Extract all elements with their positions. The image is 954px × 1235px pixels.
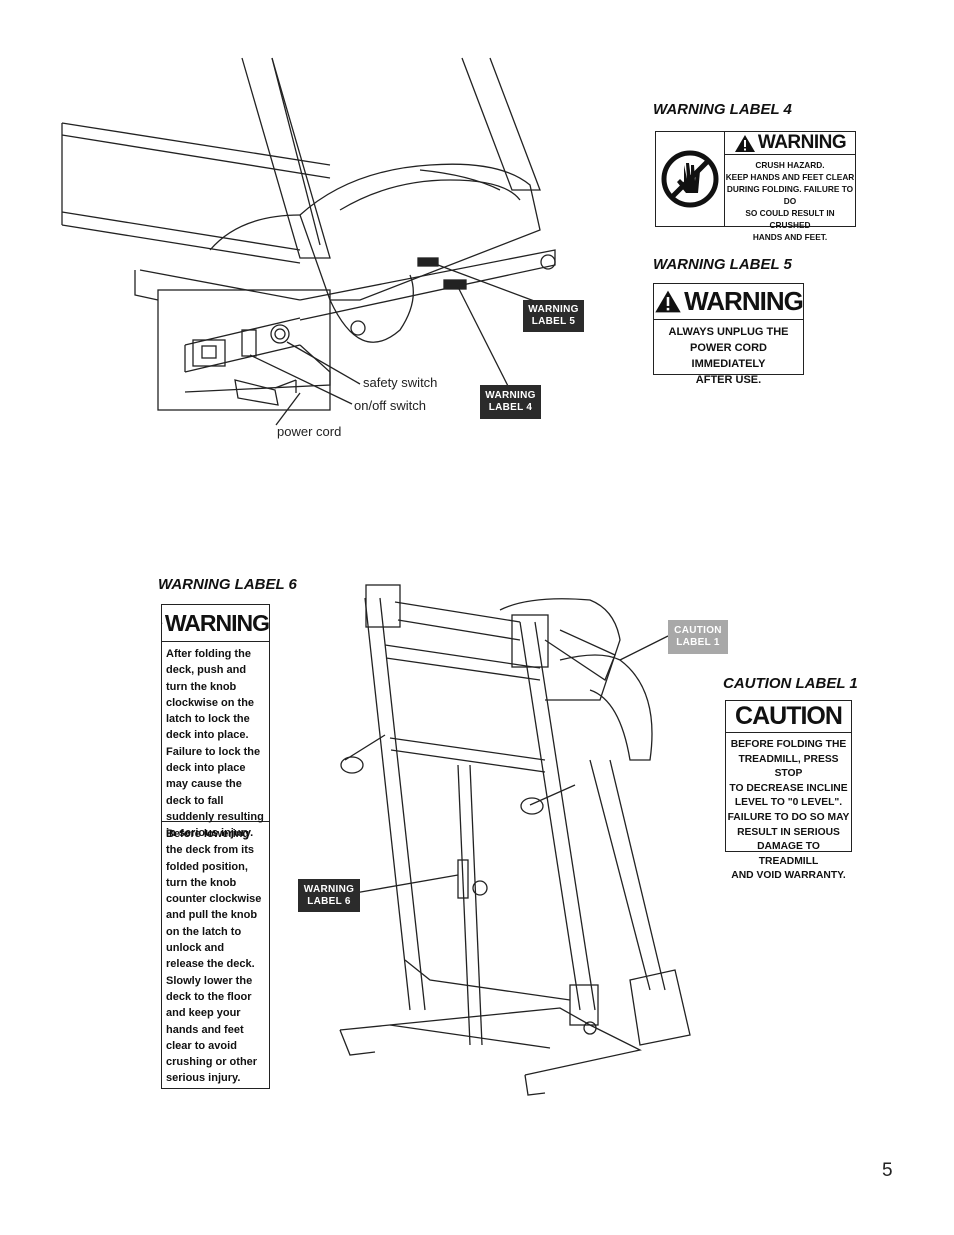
wl4-heading: WARNING xyxy=(725,132,855,155)
callout-warning-label-4: WARNING LABEL 4 xyxy=(480,385,541,419)
label-power-cord: power cord xyxy=(277,424,342,439)
page-number: 5 xyxy=(882,1160,893,1181)
caption-warning-label-5: WARNING LABEL 5 xyxy=(653,256,792,273)
wl6-heading: WARNING xyxy=(162,605,270,642)
warning-triangle-icon xyxy=(734,134,755,152)
caption-caution-label-1: CAUTION LABEL 1 xyxy=(723,675,858,692)
callout-caution-label-1: CAUTION LABEL 1 xyxy=(668,620,728,654)
callout-warning-label-6: WARNING LABEL 6 xyxy=(298,879,360,912)
callout-warning-label-5: WARNING LABEL 5 xyxy=(523,300,584,332)
warning-triangle-icon xyxy=(162,622,163,624)
cl1-body: BEFORE FOLDING THE TREADMILL, PRESS STOP… xyxy=(727,739,850,882)
wl6-paragraph-lock: After folding the deck, push and turn th… xyxy=(162,642,269,839)
wl6-paragraph-unlock: Before lowering the deck from its folded… xyxy=(166,828,262,1085)
wl4-body: CRUSH HAZARD. KEEP HANDS AND FEET CLEAR … xyxy=(725,160,855,242)
no-hands-icon xyxy=(656,132,725,226)
cl1-heading: CAUTION xyxy=(726,701,851,733)
warning-triangle-icon xyxy=(655,290,681,313)
caption-warning-label-4: WARNING LABEL 4 xyxy=(653,101,792,118)
wl5-body: ALWAYS UNPLUG THE POWER CORD IMMEDIATELY… xyxy=(668,326,789,386)
warning-label-4: WARNING CRUSH HAZARD. KEEP HANDS AND FEE… xyxy=(655,131,856,242)
wl5-heading: WARNING xyxy=(654,284,804,320)
label-safety-switch: safety switch xyxy=(363,375,438,390)
warning-label-6: WARNING After folding the deck, push and… xyxy=(161,604,270,1089)
label-on-off-switch: on/off switch xyxy=(354,398,427,413)
caution-label-1: CAUTION BEFORE FOLDING THE TREADMILL, PR… xyxy=(725,700,852,881)
caption-warning-label-6: WARNING LABEL 6 xyxy=(158,576,297,593)
warning-label-5: WARNING ALWAYS UNPLUG THE POWER CORD IMM… xyxy=(653,283,804,386)
